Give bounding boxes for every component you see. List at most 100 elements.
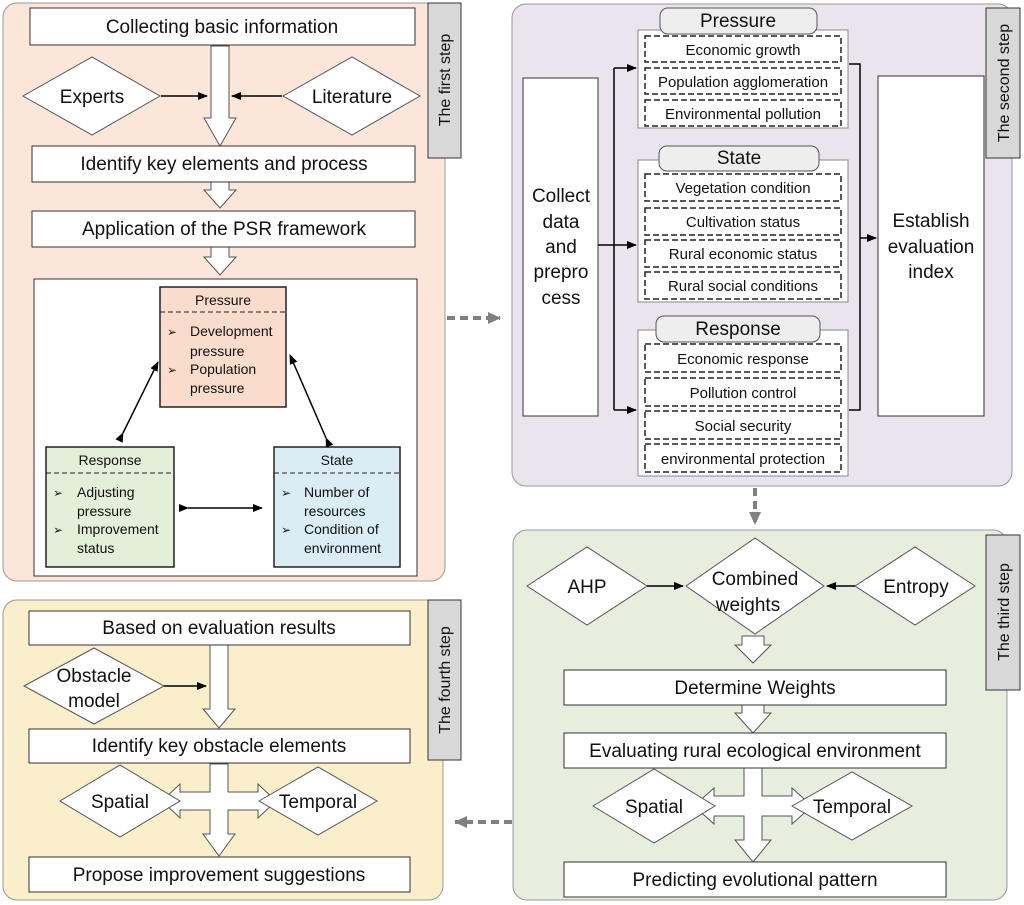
collect-data-line: cess (541, 288, 580, 309)
step2-tab-label: The second step (996, 24, 1013, 142)
collect-data-line: and (545, 237, 577, 258)
indicator-item (644, 207, 842, 236)
bullet-icon: ➢ (167, 325, 177, 339)
step3-tab-label: The third step (996, 563, 1013, 661)
step4-panel: The fourth step Based on evaluation resu… (2, 599, 462, 901)
propose-suggestions-label: Propose improvement suggestions (73, 865, 366, 886)
temporal-diamond (790, 771, 914, 841)
psr-state-item: resources (304, 503, 365, 519)
establish-index-line: Establish (892, 211, 969, 232)
psr-pressure-box: Pressure ➢ Development pressure ➢ Popula… (159, 286, 287, 408)
step3-panel: The third step AHP Combined weights Entr… (512, 529, 1021, 901)
indicator-item (644, 67, 842, 95)
indicator-label: Pollution control (690, 385, 797, 402)
indicator-item (644, 35, 842, 63)
psr-pressure-item: pressure (190, 380, 245, 396)
indicator-item (644, 99, 842, 127)
indicator-label: Economic growth (685, 42, 800, 59)
pressure-title: Pressure (700, 11, 776, 32)
bullet-icon: ➢ (281, 486, 291, 500)
indicator-item (644, 377, 842, 407)
psr-state-item: Condition of (304, 521, 379, 537)
combined-weights-label: Combined (712, 569, 799, 590)
psr-response-item: status (77, 540, 114, 556)
based-on-results-box (28, 610, 411, 646)
indicator-label: Cultivation status (686, 214, 800, 231)
flow-arrow (202, 246, 238, 276)
cross-arrow (161, 763, 277, 857)
ahp-label: AHP (567, 577, 606, 598)
psr-pressure-title: Pressure (195, 292, 251, 308)
establish-index-line: index (908, 262, 954, 283)
flow-arrow (203, 45, 237, 148)
obstacle-model-label: model (68, 691, 120, 712)
propose-suggestions-box (28, 856, 411, 893)
collect-data-line: prepro (534, 262, 589, 283)
indicator-label: Rural social conditions (668, 278, 818, 295)
cross-arrow (693, 767, 813, 863)
indicator-item (644, 173, 842, 202)
indicator-item (644, 343, 842, 373)
obstacle-model-label: Obstacle (57, 666, 132, 687)
based-on-results-label: Based on evaluation results (102, 618, 335, 639)
psr-pressure-item: pressure (190, 343, 245, 359)
state-title: State (717, 148, 761, 169)
psr-response-item: Adjusting (77, 484, 135, 500)
determine-weights-label: Determine Weights (674, 678, 835, 699)
psr-response-title: Response (78, 452, 141, 468)
evaluating-label: Evaluating rural ecological environment (589, 741, 921, 762)
response-title: Response (695, 319, 781, 340)
pressure-title-pill (659, 7, 818, 35)
indicator-label: Vegetation condition (675, 180, 810, 197)
evaluating-box (563, 732, 947, 769)
indicator-label: Social security (695, 418, 792, 435)
state-title-pill (658, 145, 820, 172)
psr-state-item: environment (304, 540, 381, 556)
temporal-label: Temporal (279, 792, 357, 813)
experts-label: Experts (60, 87, 124, 108)
indicator-group-state: State Vegetation condition Cultivation s… (637, 145, 849, 303)
indicator-group-pressure: Pressure Economic growth Population aggl… (637, 7, 849, 129)
temporal-diamond (257, 766, 379, 836)
literature-label: Literature (312, 87, 392, 108)
indicator-item (644, 443, 842, 473)
psr-pressure-item: Development (190, 323, 273, 339)
psr-state-box: State ➢ Number of resources ➢ Condition … (273, 446, 401, 568)
indicator-item (644, 410, 842, 440)
spatial-diamond (59, 764, 181, 838)
identify-key-elements-label: Identify key elements and process (80, 154, 367, 175)
collect-data-line: Collect (532, 186, 591, 207)
psr-framework-box (31, 210, 416, 248)
indicator-label: Population agglomeration (658, 74, 828, 91)
identify-obstacles-box (28, 728, 411, 764)
spatial-label: Spatial (625, 797, 683, 818)
step4-tab (427, 599, 462, 761)
bullet-icon: ➢ (53, 523, 63, 537)
establish-index-box (877, 75, 985, 417)
indicator-label: environmental protection (661, 451, 825, 468)
bullet-icon: ➢ (281, 523, 291, 537)
step1-panel: The first step Collecting basic informat… (2, 2, 462, 582)
collect-data-line: data (543, 212, 580, 233)
temporal-label: Temporal (813, 797, 891, 818)
psr-pressure-item: Population (190, 361, 256, 377)
identify-key-elements-box (31, 145, 416, 183)
pressure-state-arrow (289, 354, 334, 448)
step4-tab-label: The fourth step (437, 626, 454, 734)
flow-arrow (733, 635, 773, 664)
step1-tab-label: The first step (437, 34, 454, 127)
entropy-label: Entropy (883, 577, 949, 598)
step1-tab (427, 2, 462, 159)
predicting-box (563, 861, 947, 898)
response-title-pill (655, 315, 821, 343)
pressure-response-arrow (115, 361, 159, 443)
collect-data-box (522, 77, 599, 417)
indicator-label: Rural economic status (669, 246, 817, 263)
establish-index-line: evaluation (888, 237, 975, 258)
determine-weights-box (563, 669, 947, 706)
step3-tab (985, 534, 1021, 691)
psr-response-item: Improvement (77, 521, 159, 537)
entropy-diamond (854, 546, 976, 626)
collecting-basic-info-box (29, 7, 416, 46)
